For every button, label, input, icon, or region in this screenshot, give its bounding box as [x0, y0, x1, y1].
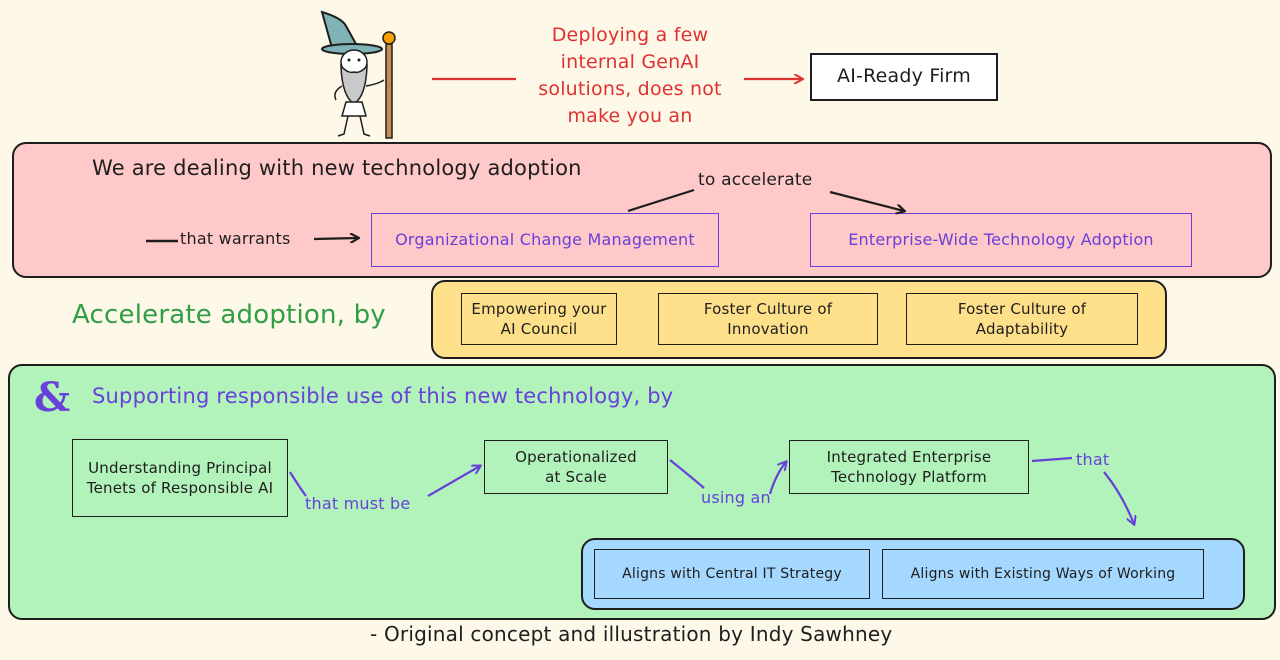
callout-line: solutions, does not [538, 78, 722, 100]
ampersand-mark: & [34, 374, 71, 421]
ai-council-box: Empowering your AI Council [461, 293, 617, 345]
callout-line: internal GenAI [560, 51, 700, 73]
must-be-label: that must be [305, 494, 411, 513]
enterprise-adoption-label: Enterprise-Wide Technology Adoption [848, 230, 1154, 250]
ocm-box: Organizational Change Management [371, 213, 719, 267]
that-warrants-label: that warrants [180, 229, 291, 248]
innovation-box: Foster Culture of Innovation [658, 293, 878, 345]
ways-of-working-box: Aligns with Existing Ways of Working [882, 549, 1204, 599]
callout-line: Deploying a few [551, 24, 709, 46]
to-accelerate-label: to accelerate [698, 170, 813, 190]
principles-box: Understanding Principal Tenets of Respon… [72, 439, 288, 517]
operationalized-box: Operationalized at Scale [484, 440, 668, 494]
callout-text: Deploying a few internal GenAI solutions… [505, 22, 755, 130]
callout-line: make you an [567, 105, 693, 127]
adaptability-box: Foster Culture of Adaptability [906, 293, 1138, 345]
platform-label: Integrated Enterprise Technology Platfor… [826, 447, 992, 486]
adaptability-label: Foster Culture of Adaptability [957, 299, 1087, 338]
responsible-heading: Supporting responsible use of this new t… [92, 384, 674, 408]
adoption-panel [12, 142, 1272, 278]
ocm-label: Organizational Change Management [395, 230, 695, 250]
using-an-label: using an [701, 488, 771, 507]
that-label: that [1076, 450, 1110, 469]
adoption-title: We are dealing with new technology adopt… [92, 156, 582, 180]
ai-council-label: Empowering your AI Council [471, 299, 607, 338]
central-it-box: Aligns with Central IT Strategy [594, 549, 870, 599]
innovation-label: Foster Culture of Innovation [703, 299, 833, 338]
accelerate-heading: Accelerate adoption, by [72, 300, 386, 330]
ai-ready-firm-label: AI-Ready Firm [837, 65, 971, 88]
central-it-label: Aligns with Central IT Strategy [622, 565, 842, 582]
ai-ready-firm-box: AI-Ready Firm [810, 53, 998, 101]
platform-box: Integrated Enterprise Technology Platfor… [789, 440, 1029, 494]
principles-label: Understanding Principal Tenets of Respon… [86, 458, 274, 497]
ways-of-working-label: Aligns with Existing Ways of Working [910, 565, 1176, 582]
wizard-icon [320, 10, 396, 139]
operationalized-label: Operationalized at Scale [515, 447, 637, 486]
credit-line: - Original concept and illustration by I… [370, 622, 893, 646]
enterprise-adoption-box: Enterprise-Wide Technology Adoption [810, 213, 1192, 267]
